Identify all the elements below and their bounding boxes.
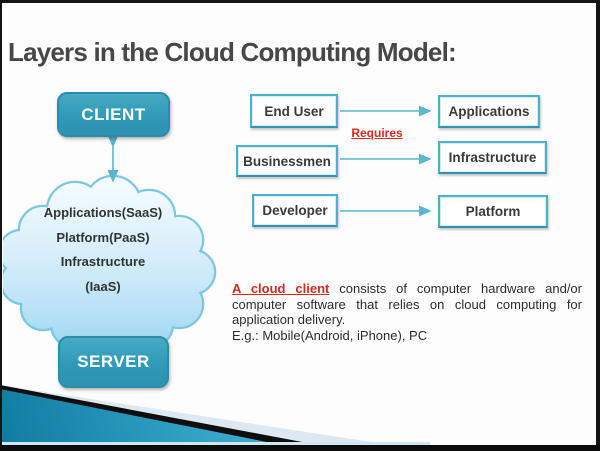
frame-right-border [596, 0, 600, 451]
businessmen-box: Businessmen [236, 145, 338, 177]
server-label: SERVER [77, 352, 150, 371]
client-box: CLIENT [57, 92, 170, 137]
end-user-label: End User [264, 103, 324, 119]
description-highlight: A cloud client [232, 281, 330, 296]
description-paragraph: A cloud client consists of computer hard… [232, 281, 582, 328]
platform-label: Platform [465, 204, 521, 219]
cloud-line-paas: Platform(PaaS) [56, 229, 150, 245]
developer-box: Developer [252, 194, 338, 227]
applications-label: Applications [448, 104, 530, 119]
cloud-line-infrastructure: Infrastructure [60, 254, 146, 269]
corner-decoration [0, 385, 430, 451]
description-body: consists of computer hardware and/or com… [232, 281, 582, 327]
end-user-box: End User [250, 94, 338, 128]
frame-top-border [0, 0, 600, 3]
infrastructure-box: Infrastructure [438, 141, 547, 174]
businessmen-label: Businessmen [243, 153, 331, 169]
description-example: E.g.: Mobile(Android, iPhone), PC [232, 327, 428, 343]
client-label: CLIENT [81, 104, 146, 124]
wedge-teal [0, 389, 312, 451]
cloud-client-description: A cloud client consists of computer hard… [232, 281, 582, 343]
infrastructure-label: Infrastructure [448, 150, 537, 165]
cloud-layers-text: Applications(SaaS) Platform(PaaS) Infras… [3, 201, 203, 299]
applications-box: Applications [438, 95, 540, 128]
server-box: SERVER [58, 336, 169, 388]
developer-label: Developer [262, 203, 328, 218]
cloud-icon [3, 174, 217, 349]
wedge-black-stripe [0, 385, 350, 451]
frame-left-border [0, 0, 2, 451]
slide-title: Layers in the Cloud Computing Model: [8, 37, 457, 67]
wedge-pale [0, 385, 430, 451]
cloud-shape: Applications(SaaS) Platform(PaaS) Infras… [3, 172, 218, 349]
platform-box: Platform [438, 195, 548, 228]
cloud-line-saas: Applications(SaaS) [43, 205, 163, 220]
frame-bottom-bar [0, 445, 600, 451]
cloud-line-iaas: (IaaS) [85, 278, 121, 294]
requires-label: Requires [351, 126, 403, 140]
